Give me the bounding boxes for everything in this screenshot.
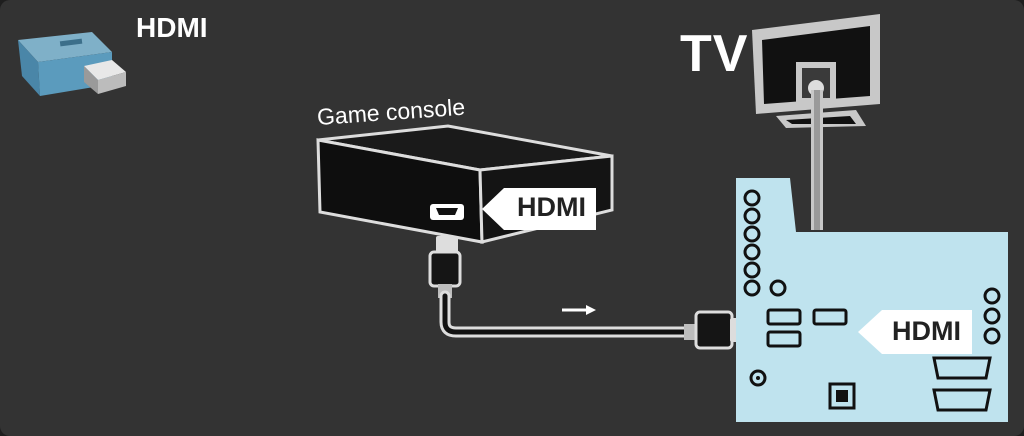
console-hdmi-callout xyxy=(482,188,596,230)
hdmi-icon-label: HDMI xyxy=(136,12,208,43)
tv-hdmi-callout xyxy=(858,310,972,354)
hdmi-connector-icon xyxy=(18,32,126,96)
direction-arrow-icon xyxy=(562,305,596,315)
tv-back-panel xyxy=(736,178,1008,422)
scart-port-icon xyxy=(932,356,992,412)
tv-hdmi-port-icon xyxy=(766,308,848,348)
network-port-icon xyxy=(828,382,856,410)
tv-hdmi-label: HDMI xyxy=(892,316,961,346)
console-hdmi-label: HDMI xyxy=(517,192,586,222)
console-hdmi-port-icon xyxy=(430,204,464,220)
hdmi-cable xyxy=(428,236,750,350)
tv-label: TV xyxy=(680,25,749,83)
